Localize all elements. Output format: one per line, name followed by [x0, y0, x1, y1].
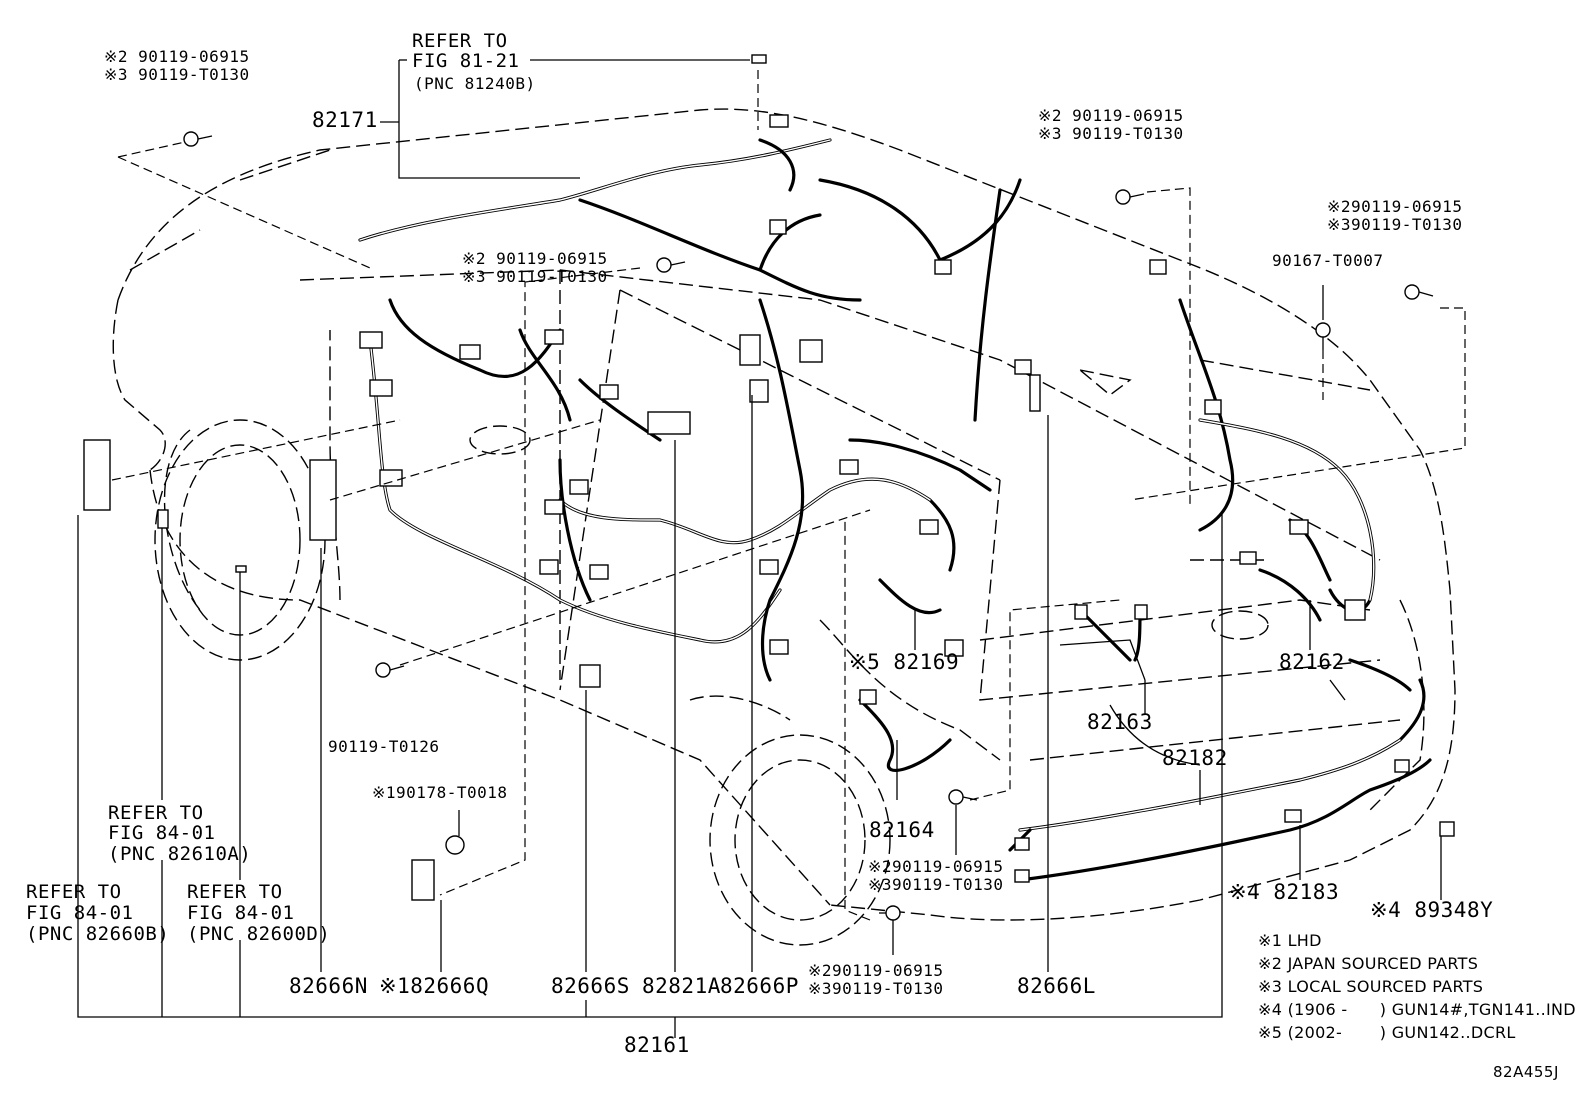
label-82163: 82163 — [1087, 710, 1153, 734]
bolt-callout-lower-center-b: ※390119-T0130 — [868, 875, 1004, 894]
label-89348Y: ※4 89348Y — [1370, 898, 1494, 922]
wire-harness-82162 — [1178, 298, 1376, 622]
legend-item-2: ※2 JAPAN SOURCED PARTS — [1258, 954, 1479, 973]
bolt-callout-center-top-b: ※3 90119-T0130 — [462, 267, 608, 286]
refer-mid-left-line3: (PNC 82610A) — [108, 843, 252, 865]
legend-item-1: ※1 LHD — [1258, 931, 1322, 950]
label-82171: 82171 — [312, 108, 378, 132]
label-90167-T0007: 90167-T0007 — [1272, 251, 1384, 270]
label-82161: 82161 — [624, 1033, 690, 1057]
label-90119-T0126: 90119-T0126 — [328, 737, 440, 756]
diagram-code: 82A455J — [1493, 1063, 1559, 1081]
refer-top-line1: REFER TO — [412, 30, 508, 52]
refer-bottom-left-line1: REFER TO — [26, 881, 122, 903]
wire-harness-82182-82183 — [1008, 658, 1432, 882]
label-82666L: 82666L — [1017, 974, 1096, 998]
connectors — [83, 54, 1455, 901]
refer-mid-left-line2: FIG 84-01 — [108, 822, 216, 844]
bolt-callout-right-top-b: ※3 90119-T0130 — [1038, 124, 1184, 143]
label-90178-T0018: ※190178-T0018 — [372, 783, 508, 802]
bolt-callout-top-left-a: ※2 90119-06915 — [104, 47, 250, 66]
refer-bottom-left-line3: (PNC 82660B) — [26, 923, 170, 945]
bolt-callout-bottom-center-a: ※290119-06915 — [808, 961, 944, 980]
bolt-callout-far-right-a: ※290119-06915 — [1327, 197, 1463, 216]
legend-item-4: ※4 (1906 - ) GUN14#,TGN141..IND — [1258, 1000, 1576, 1019]
label-82666Q: ※182666Q — [379, 974, 490, 998]
label-82666N: 82666N — [289, 974, 368, 998]
bolt-callout-bottom-center-b: ※390119-T0130 — [808, 979, 944, 998]
leader-lines — [77, 59, 1442, 1038]
bolt-callout-top-left-b: ※3 90119-T0130 — [104, 65, 250, 84]
bolt-callout-far-right-b: ※390119-T0130 — [1327, 215, 1463, 234]
refer-bottom-mid-line1: REFER TO — [187, 881, 283, 903]
refer-bottom-mid-line3: (PNC 82600D) — [187, 923, 331, 945]
refer-mid-left-line1: REFER TO — [108, 802, 204, 824]
refer-bottom-mid-line2: FIG 84-01 — [187, 902, 295, 924]
label-82164: 82164 — [869, 818, 935, 842]
wire-harness-82163 — [1078, 608, 1142, 662]
wire-harness-82164 — [858, 578, 952, 772]
label-82183: ※4 82183 — [1229, 880, 1340, 904]
label-82162: 82162 — [1279, 650, 1345, 674]
label-82169: ※5 82169 — [849, 650, 960, 674]
label-82182: 82182 — [1162, 746, 1228, 770]
bolt-callout-center-top-a: ※2 90119-06915 — [462, 249, 608, 268]
label-82666S: 82666S — [551, 974, 630, 998]
reference-lines — [111, 70, 1466, 921]
refer-top-line2: FIG 81-21 — [412, 50, 520, 72]
refer-top-line3: (PNC 81240B) — [414, 74, 536, 93]
legend-item-3: ※3 LOCAL SOURCED PARTS — [1258, 977, 1484, 996]
label-82821A: 82821A — [642, 974, 721, 998]
refer-bottom-left-line2: FIG 84-01 — [26, 902, 134, 924]
legend-item-5: ※5 (2002- ) GUN142..DCRL — [1258, 1023, 1516, 1042]
bolts — [183, 131, 1434, 921]
bolt-callout-lower-center-a: ※290119-06915 — [868, 857, 1004, 876]
wire-harness-82171 — [358, 138, 1022, 422]
bolt-callout-right-top-a: ※2 90119-06915 — [1038, 106, 1184, 125]
label-82666P: 82666P — [720, 974, 799, 998]
